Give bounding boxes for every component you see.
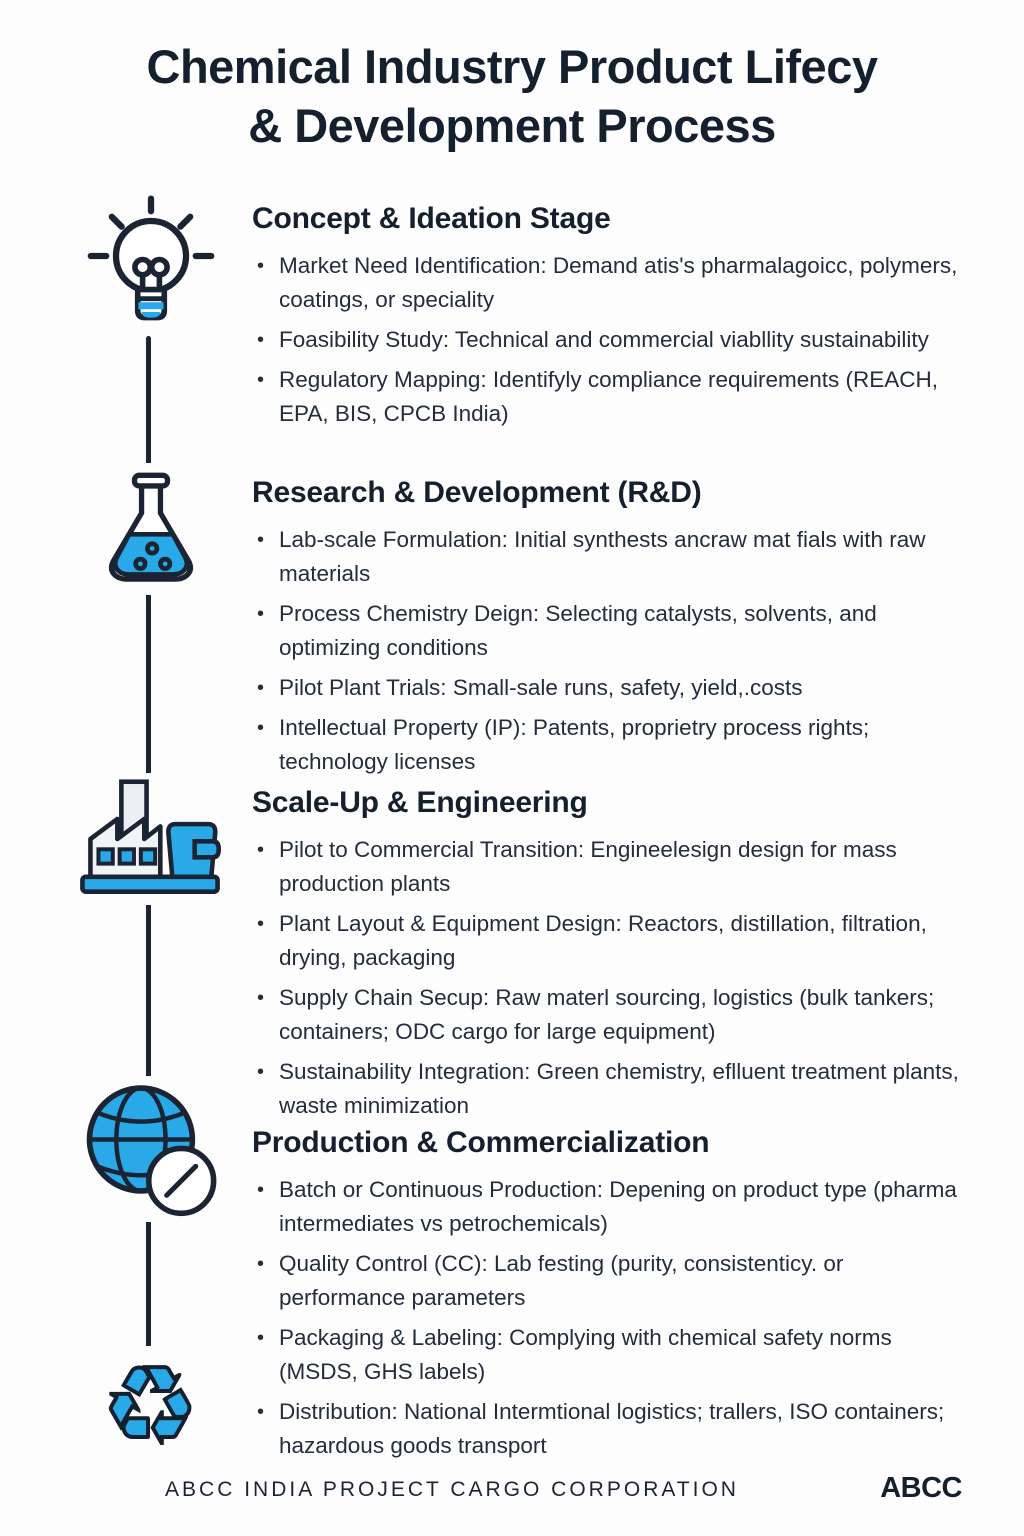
abcc-logo: ABCC	[880, 1472, 962, 1504]
bullet-item: Distribution: National Intermtional logi…	[252, 1395, 964, 1463]
bullet-list: Lab-scale Formulation: Initial synthests…	[252, 523, 964, 779]
bullet-item: Pilot Plant Trials: Small-sale runs, saf…	[252, 671, 964, 705]
bullet-item: Pilot to Commercial Transition: Engineel…	[252, 833, 964, 901]
footer-company-name: ABCC INDIA PROJECT CARGO CORPORATION	[165, 1478, 739, 1501]
globe-icon	[76, 1076, 226, 1222]
bullet-item: Market Need Identification: Demand atis'…	[252, 249, 964, 317]
bullet-item: Quality Control (CC): Lab festing (purit…	[252, 1247, 964, 1315]
page-title-line2: & Development Process	[248, 98, 776, 152]
section-heading: Scale-Up & Engineering	[252, 786, 588, 819]
bullet-list: Batch or Continuous Production: Depening…	[252, 1173, 964, 1463]
factory-icon-svg	[80, 779, 222, 894]
page-title-line1: Chemical Industry Product Lifecy	[146, 40, 878, 93]
bullet-item: Packaging & Labeling: Complying with che…	[252, 1321, 964, 1389]
flask-icon	[88, 463, 213, 595]
section-scale-up-engineering: Scale-Up & Engineering Pilot to Commerci…	[252, 786, 964, 1129]
bullet-item: Lab-scale Formulation: Initial synthests…	[252, 523, 964, 591]
section-research-development: Research & Development (R&D) Lab-scale F…	[252, 476, 964, 785]
lightbulb-icon	[78, 190, 223, 335]
section-heading: Research & Development (R&D)	[252, 476, 702, 509]
bullet-item: Batch or Continuous Production: Depening…	[252, 1173, 964, 1241]
section-heading: Production & Commercialization	[252, 1126, 710, 1159]
recycle-icon: ♻	[80, 1346, 220, 1468]
lightbulb-icon-svg	[87, 194, 214, 320]
factory-icon	[72, 773, 228, 905]
bullet-item: Plant Layout & Equipment Design: Reactor…	[252, 907, 964, 975]
bullet-item: Intellectual Property (IP): Patents, pro…	[252, 711, 964, 779]
bullet-item: Regulatory Mapping: Identifyly complianc…	[252, 363, 964, 431]
bullet-list: Market Need Identification: Demand atis'…	[252, 249, 964, 431]
section-concept-ideation: Concept & Ideation Stage Market Need Ide…	[252, 202, 964, 437]
bullet-item: Sustainability Integration: Green chemis…	[252, 1055, 964, 1123]
bullet-list: Pilot to Commercial Transition: Engineel…	[252, 833, 964, 1123]
bullet-item: Process Chemistry Deign: Selecting catal…	[252, 597, 964, 665]
footer: ABCC INDIA PROJECT CARGO CORPORATION ABC…	[0, 1470, 1024, 1510]
section-production-commercialization: Production & Commercialization Batch or …	[252, 1126, 964, 1469]
flask-icon-svg	[108, 472, 193, 582]
bullet-item: Supply Chain Secup: Raw materl sourcing,…	[252, 981, 964, 1049]
section-heading: Concept & Ideation Stage	[252, 202, 611, 235]
page-title: Chemical Industry Product Lifecy& Develo…	[0, 38, 1024, 156]
bullet-item: Foasibility Study: Technical and commerc…	[252, 323, 964, 357]
recycle-icon-glyph: ♻	[100, 1344, 201, 1469]
globe-icon-svg	[86, 1085, 217, 1217]
